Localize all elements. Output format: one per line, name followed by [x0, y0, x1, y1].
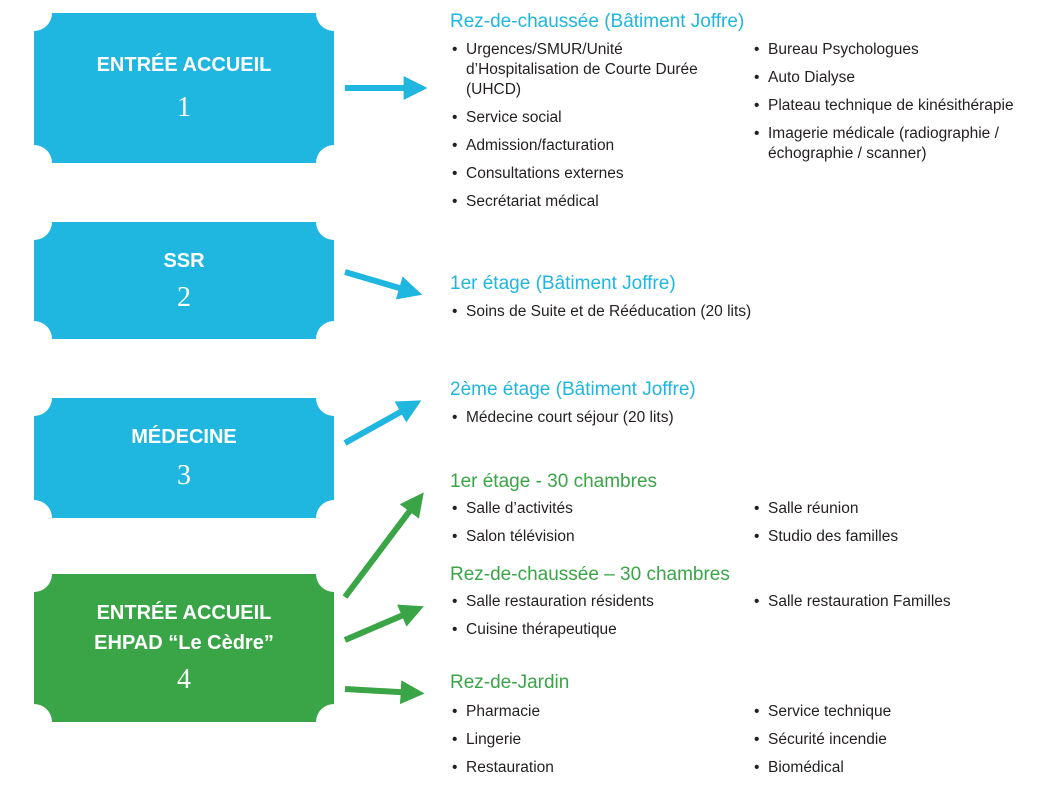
list-item: Soins de Suite et de Rééducation (20 lit…	[452, 302, 852, 322]
ticket-shape	[34, 398, 334, 518]
section-rez-de-jardin: Rez-de-Jardin	[450, 671, 569, 695]
list-item: Sécurité incendie	[754, 730, 1036, 750]
list-item: Urgences/SMUR/Unité d’Hospitalisation de…	[452, 40, 736, 100]
box-number: 3	[177, 460, 191, 491]
list-left: Médecine court séjour (20 lits)	[452, 408, 852, 436]
section-2eme-joffre: 2ème étage (Bâtiment Joffre)	[450, 378, 696, 402]
list-item: Admission/facturation	[452, 136, 742, 156]
box-label: ENTRÉE ACCUEIL	[96, 54, 272, 76]
box-medecine: MÉDECINE 3	[34, 398, 334, 518]
list-item: Salon télévision	[452, 527, 742, 547]
box-number: 1	[177, 92, 191, 123]
section-title: 2ème étage (Bâtiment Joffre)	[450, 379, 696, 400]
list-item: Cuisine thérapeutique	[452, 620, 742, 640]
list-item: Biomédical	[754, 758, 1036, 778]
section-title: Rez-de-chaussée (Bâtiment Joffre)	[450, 11, 745, 32]
list-right: Bureau Psychologues Auto Dialyse Plateau…	[754, 40, 1036, 172]
box-number: 2	[177, 281, 191, 313]
ticket-shape	[34, 13, 334, 163]
box-number: 4	[177, 664, 191, 695]
section-title: Rez-de-Jardin	[450, 672, 570, 693]
section-title: 1er étage (Bâtiment Joffre)	[450, 273, 676, 294]
list-item: Plateau technique de kinésithérapie	[754, 96, 1036, 116]
list-item: Médecine court séjour (20 lits)	[452, 408, 852, 428]
section-rdc-joffre: Rez-de-chaussée (Bâtiment Joffre)	[450, 10, 744, 34]
list-item: Bureau Psychologues	[754, 40, 1036, 60]
box-entree-accueil: ENTRÉE ACCUEIL 1	[34, 13, 334, 163]
list-item: Salle d’activités	[452, 499, 742, 519]
list-item: Auto Dialyse	[754, 68, 1036, 88]
box-ehpad: ENTRÉE ACCUEIL EHPAD “Le Cèdre” 4	[34, 574, 334, 722]
ticket-shape	[34, 574, 334, 722]
arrow-4c	[344, 680, 425, 705]
list-item: Pharmacie	[452, 702, 742, 722]
box-label: MÉDECINE	[131, 426, 237, 448]
list-left: Soins de Suite et de Rééducation (20 lit…	[452, 302, 852, 330]
ticket-shape	[34, 222, 334, 339]
list-right: Salle restauration Familles	[754, 592, 1036, 620]
list-right: Salle réunion Studio des familles	[754, 499, 1036, 555]
list-item: Imagerie médicale (radiographie / échogr…	[754, 124, 1024, 164]
list-item: Secrétariat médical	[452, 192, 742, 212]
box-label: SSR	[163, 249, 205, 272]
arrow-4a	[342, 492, 424, 599]
box-label-2: EHPAD “Le Cèdre”	[94, 632, 274, 654]
list-item: Service technique	[754, 702, 1036, 722]
list-right: Service technique Sécurité incendie Biom…	[754, 702, 1036, 786]
list-left: Salle d’activités Salon télévision	[452, 499, 742, 555]
list-left: Pharmacie Lingerie Restauration	[452, 702, 742, 786]
list-item: Studio des familles	[754, 527, 1036, 547]
section-title: 1er étage - 30 chambres	[450, 471, 658, 492]
list-left: Urgences/SMUR/Unité d’Hospitalisation de…	[452, 40, 742, 220]
box-label: ENTRÉE ACCUEIL	[96, 602, 272, 624]
list-item: Salle réunion	[754, 499, 1036, 519]
arrow-4b	[343, 604, 424, 643]
list-left: Salle restauration résidents Cuisine thé…	[452, 592, 742, 648]
list-item: Lingerie	[452, 730, 742, 750]
section-ehpad-1er: 1er étage - 30 chambres	[450, 470, 657, 494]
list-item: Restauration	[452, 758, 742, 778]
arrow-3	[343, 400, 422, 446]
list-item: Salle restauration résidents	[452, 592, 742, 612]
box-ssr: SSR 2	[34, 222, 334, 339]
list-item: Salle restauration Familles	[754, 592, 1036, 612]
arrow-2	[344, 269, 423, 300]
section-title: Rez-de-chaussée – 30 chambres	[450, 564, 730, 585]
section-ehpad-rdc: Rez-de-chaussée – 30 chambres	[450, 563, 730, 587]
list-item: Consultations externes	[452, 164, 742, 184]
section-1er-joffre: 1er étage (Bâtiment Joffre)	[450, 272, 676, 296]
list-item: Service social	[452, 108, 742, 128]
